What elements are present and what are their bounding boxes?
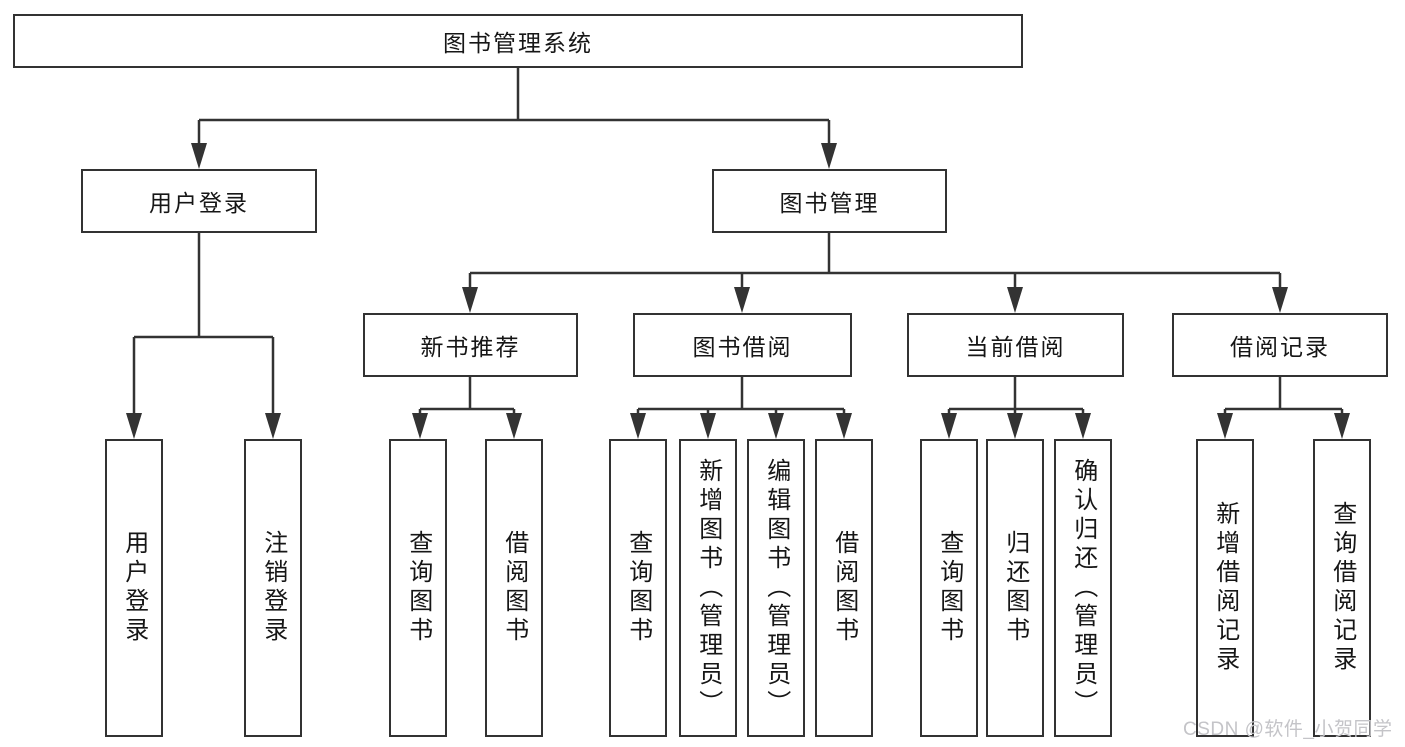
node-label: 图书管理 (779, 190, 880, 216)
node-label: 借阅图书 (830, 530, 858, 646)
node-label: 用户登录 (120, 530, 148, 646)
leaf-query-borrow-record: 查询借阅记录 (1313, 439, 1371, 737)
leaf-query-books-recommend: 查询图书 (389, 439, 447, 737)
node-label: 查询图书 (624, 530, 652, 646)
leaf-borrow-books-borrowing: 借阅图书 (815, 439, 873, 737)
leaf-confirm-return-admin: 确认归还（管理员） (1054, 439, 1112, 737)
node-label: 查询借阅记录 (1328, 501, 1356, 675)
node-label: 用户登录 (149, 190, 249, 216)
node-current-borrowing: 当前借阅 (907, 313, 1124, 377)
node-library-management-system: 图书管理系统 (13, 14, 1023, 68)
node-borrowing-records: 借阅记录 (1172, 313, 1388, 377)
node-label: 查询图书 (404, 530, 432, 646)
node-label: 新增图书（管理员） (694, 457, 722, 719)
leaf-user-login: 用户登录 (105, 439, 163, 737)
node-label: 当前借阅 (965, 334, 1066, 360)
csdn-watermark: CSDN @软件_小贺同学 (1183, 719, 1393, 740)
leaf-return-books: 归还图书 (986, 439, 1044, 737)
node-user-login: 用户登录 (81, 169, 317, 233)
leaf-logout: 注销登录 (244, 439, 302, 737)
node-label: 编辑图书（管理员） (762, 457, 790, 719)
node-label: 新书推荐 (420, 334, 521, 360)
node-label: 图书借阅 (692, 334, 793, 360)
leaf-query-books-current: 查询图书 (920, 439, 978, 737)
leaf-edit-books-admin: 编辑图书（管理员） (747, 439, 805, 737)
node-label: 图书管理系统 (443, 30, 593, 56)
node-label: 注销登录 (259, 530, 287, 646)
leaf-add-borrow-record: 新增借阅记录 (1196, 439, 1254, 737)
leaf-query-books-borrowing: 查询图书 (609, 439, 667, 737)
node-label: 归还图书 (1001, 530, 1029, 646)
leaf-add-books-admin: 新增图书（管理员） (679, 439, 737, 737)
node-book-management: 图书管理 (712, 169, 947, 233)
leaf-borrow-books-recommend: 借阅图书 (485, 439, 543, 737)
node-label: 确认归还（管理员） (1069, 457, 1097, 719)
node-label: 借阅图书 (500, 530, 528, 646)
node-new-book-recommendation: 新书推荐 (363, 313, 578, 377)
node-label: 查询图书 (935, 530, 963, 646)
node-label: 借阅记录 (1230, 334, 1330, 360)
node-label: 新增借阅记录 (1211, 501, 1239, 675)
node-book-borrowing: 图书借阅 (633, 313, 852, 377)
